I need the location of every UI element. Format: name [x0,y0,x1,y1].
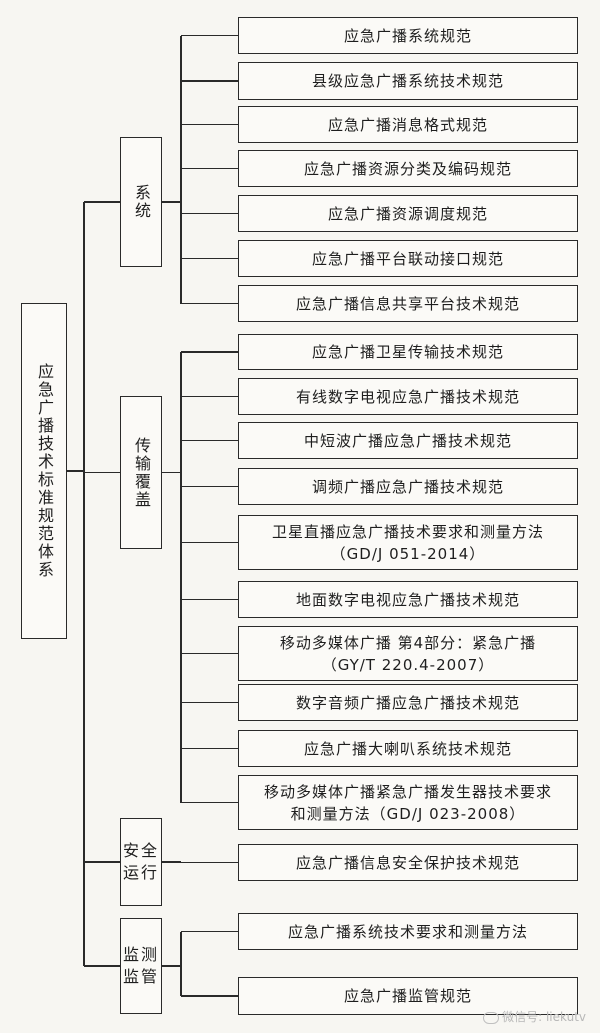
standard-item: 应急广播信息安全保护技术规范 [238,844,578,881]
category-node: 系统 [120,137,162,267]
standard-item-label: 和测量方法（GD/J 023-2008） [290,804,526,823]
leaf-connector [181,439,238,442]
standard-item: 调频广播应急广播技术规范 [238,468,578,505]
category-connector [84,861,120,863]
standard-item-label: 县级应急广播系统技术规范 [311,72,504,90]
standard-item-label: 应急广播监管规范 [343,987,472,1005]
standard-item: 应急广播系统技术要求和测量方法 [238,913,578,950]
leaf-connector [181,930,238,933]
standard-item: 应急广播系统规范 [238,17,578,54]
branch-line [180,352,182,803]
category-label: 安全运行 [122,841,159,882]
standard-item: 应急广播大喇叭系统技术规范 [238,730,578,767]
leaf-connector [181,395,238,398]
branch-line [180,35,182,304]
leaf-connector [181,541,238,544]
standard-item-label: 有线数字电视应急广播技术规范 [295,387,520,406]
root-connector [67,470,84,472]
root-node: 应急广播技术标准规范体系 [21,303,67,639]
standard-item: 数字音频广播应急广播技术规范 [238,684,578,721]
standard-item-label: 卫星直播应急广播技术要求和测量方法 [271,522,544,541]
standard-item: 卫星直播应急广播技术要求和测量方法 （GD/J 051-2014） [238,515,578,570]
leaf-connector [181,34,238,37]
standard-item-label: 应急广播消息格式规范 [327,115,488,134]
category-node: 安全运行 [120,818,162,906]
standard-item-label: 数字音频广播应急广播技术规范 [295,693,520,712]
standard-item: 应急广播平台联动接口规范 [238,240,578,277]
category-connector [84,471,120,474]
watermark-text: 微信号: liekutv [502,1010,586,1024]
leaf-connector [181,257,238,260]
standard-item: 应急广播监管规范 [238,977,578,1015]
standard-item-label: 应急广播卫星传输技术规范 [311,343,504,361]
leaf-connector [181,801,238,804]
leaf-connector [181,302,238,305]
standard-item-label: 应急广播信息安全保护技术规范 [295,853,520,872]
standard-item: 应急广播资源调度规范 [238,195,578,232]
standard-item: 有线数字电视应急广播技术规范 [238,378,578,415]
category-node: 传输覆盖 [120,396,162,549]
leaf-connector [181,598,238,601]
standard-item-label: 应急广播大喇叭系统技术规范 [303,739,512,758]
leaf-connector [181,861,238,864]
standard-item-label: 移动多媒体广播 第4部分：紧急广播 [279,633,537,652]
standard-item-label: 应急广播资源分类及编码规范 [303,159,512,178]
standard-item: 移动多媒体广播紧急广播发生器技术要求和测量方法（GD/J 023-2008） [238,775,578,830]
leaf-connector [181,351,238,353]
category-label: 监测监管 [122,945,159,986]
standard-item: 应急广播资源分类及编码规范 [238,150,578,187]
branch-connector [162,861,181,863]
leaf-connector [181,123,238,126]
leaf-connector [181,212,238,215]
standard-item: 中短波广播应急广播技术规范 [238,422,578,459]
category-connector [84,201,120,203]
standard-item-label: 应急广播资源调度规范 [327,204,488,223]
leaf-connector [181,167,238,170]
standard-item-label: 应急广播平台联动接口规范 [311,249,504,268]
leaf-connector [181,995,238,997]
standard-item-label: 调频广播应急广播技术规范 [311,477,504,496]
wechat-icon [483,1011,500,1024]
standard-item-label: （GD/J 051-2014） [330,544,486,563]
standard-item: 地面数字电视应急广播技术规范 [238,581,578,618]
root-label: 应急广播技术标准规范体系 [35,363,54,579]
standard-item: 应急广播信息共享平台技术规范 [238,285,578,322]
category-node: 监测监管 [120,918,162,1014]
branch-line [180,931,182,996]
watermark: 微信号: liekutv [483,1008,586,1025]
standard-item-label: 应急广播系统技术要求和测量方法 [287,922,528,941]
leaf-connector [181,80,238,82]
leaf-connector [181,485,238,488]
standard-item: 应急广播消息格式规范 [238,106,578,143]
branch-connector [162,965,181,967]
standard-item: 应急广播卫星传输技术规范 [238,334,578,370]
branch-connector [162,471,181,474]
category-label: 传输覆盖 [132,436,151,509]
standard-item-label: 中短波广播应急广播技术规范 [303,431,512,450]
standard-item-label: 应急广播系统规范 [343,26,472,45]
branch-connector [162,201,181,203]
standard-item-label: （GY/T 220.4-2007） [321,655,495,674]
standard-item: 县级应急广播系统技术规范 [238,62,578,100]
standard-item-label: 应急广播信息共享平台技术规范 [295,294,520,313]
category-connector [84,965,120,967]
leaf-connector [181,747,238,750]
trunk-line [83,202,85,966]
leaf-connector [181,701,238,704]
standard-item: 移动多媒体广播 第4部分：紧急广播 （GY/T 220.4-2007） [238,626,578,681]
standard-item-label: 地面数字电视应急广播技术规范 [295,590,520,609]
leaf-connector [181,652,238,655]
category-label: 系统 [132,184,151,220]
standard-item-label: 移动多媒体广播紧急广播发生器技术要求 [263,782,552,801]
